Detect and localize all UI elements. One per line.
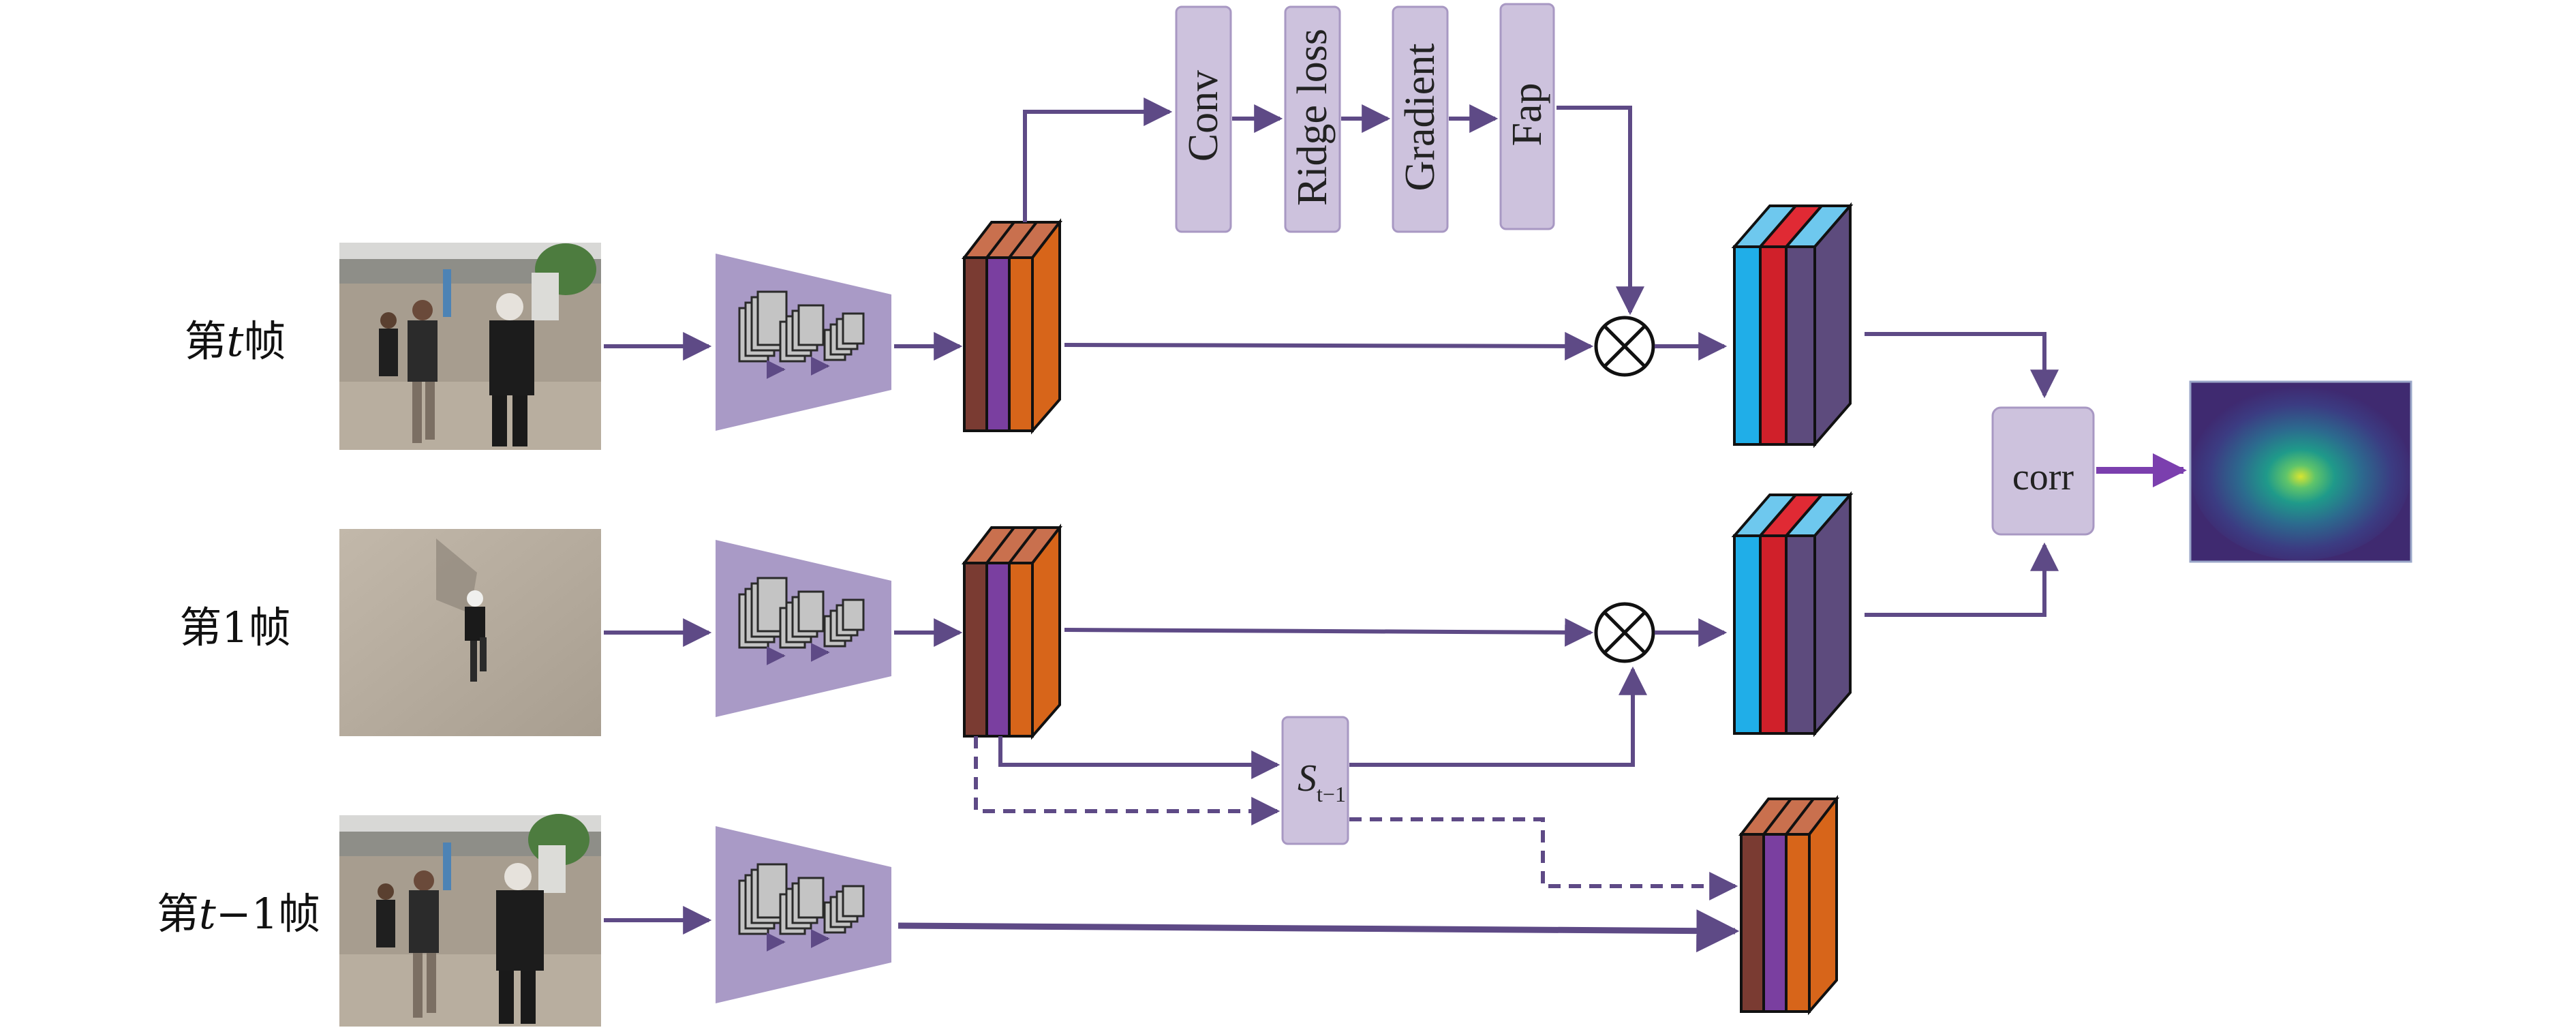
fap-block: Fap (1499, 3, 1555, 230)
corr-block: corr (1991, 406, 2095, 536)
svg-text:Ridge loss: Ridge loss (1289, 29, 1336, 206)
ridge-loss-block: Ridge loss (1284, 5, 1341, 233)
encoder-icon-row-1 (716, 540, 891, 717)
row-label-frame-t: 第t帧 (185, 316, 286, 366)
multiply-circle-icon-row-t (1594, 316, 1655, 377)
output-feature-stack-row-1 (1731, 491, 1854, 738)
frame-1-photo (339, 529, 601, 736)
multiply-circle-icon-row-1 (1594, 602, 1655, 663)
frame-t-photo (339, 243, 601, 450)
svg-text:Conv: Conv (1180, 70, 1227, 162)
conv-block: Conv (1175, 5, 1232, 233)
row-label-frame-1: 第1帧 (179, 603, 290, 652)
connector-arrows (604, 97, 2059, 953)
svg-text:t−1: t−1 (1317, 782, 1346, 806)
feature-stack-icon-row-t (961, 218, 1063, 435)
s-t-minus-1-block: S t−1 (1281, 716, 1349, 845)
output-feature-stack-row-t (1731, 202, 1854, 449)
heatmap-icon (2189, 380, 2412, 563)
frame-t-minus-1-photo (339, 814, 601, 1027)
svg-text:S: S (1298, 757, 1317, 800)
svg-text:corr: corr (2012, 456, 2074, 498)
gradient-block: Gradient (1392, 5, 1449, 233)
svg-text:Fap: Fap (1504, 83, 1550, 147)
encoder-icon-row-t-minus-1 (716, 826, 891, 1003)
encoder-icon-row-t (716, 254, 891, 431)
svg-text:Gradient: Gradient (1397, 44, 1443, 192)
feature-stack-icon-row-1 (961, 523, 1063, 740)
row-label-frame-t-minus-1: 第t−1帧 (157, 889, 320, 939)
feature-stack-icon-row-t-minus-1 (1738, 795, 1840, 1016)
